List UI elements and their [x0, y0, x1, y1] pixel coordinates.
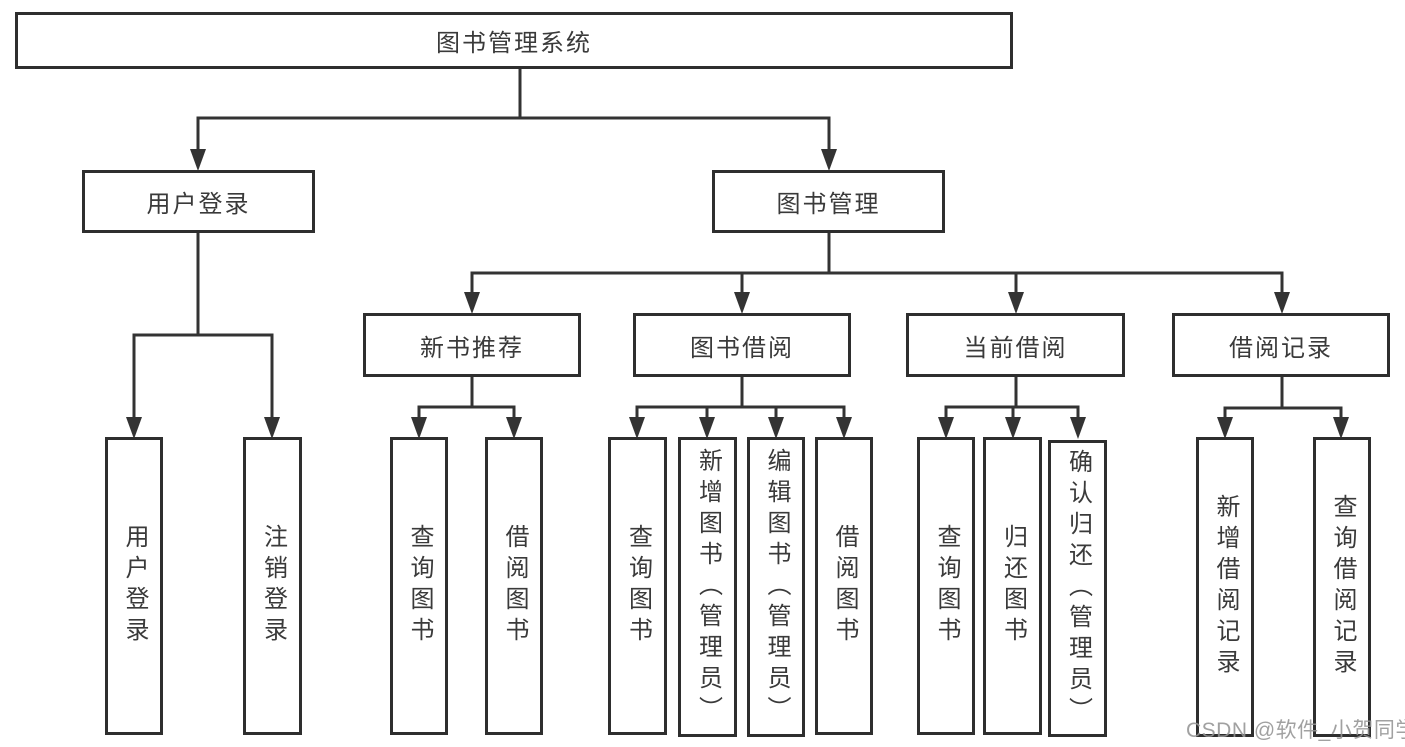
- arrow-icon: [126, 417, 142, 439]
- connector-current-borrowing-branch: [944, 377, 1080, 420]
- connector-lines: [132, 69, 1343, 420]
- arrow-icon: [1005, 417, 1021, 439]
- node-book-borrowing: 图书借阅: [633, 313, 851, 377]
- connector-new-book-recommend-branch: [417, 377, 516, 420]
- arrow-icon: [1070, 417, 1086, 439]
- arrow-icon: [768, 417, 784, 439]
- arrow-icon: [1008, 292, 1024, 314]
- node-new-book-recommend: 新书推荐: [363, 313, 581, 377]
- node-book-management: 图书管理: [712, 170, 945, 233]
- arrow-icon: [1217, 417, 1233, 439]
- node-leaf-edit-books-admin-label: 编辑图书（管理员）: [763, 447, 790, 727]
- node-leaf-query-books-current: 查询图书: [917, 437, 975, 735]
- node-current-borrowing-label: 当前借阅: [963, 334, 1068, 362]
- arrow-icon: [464, 292, 480, 314]
- arrow-icon: [699, 417, 715, 439]
- arrow-icon: [264, 417, 280, 439]
- arrow-icon: [836, 417, 852, 439]
- arrow-icon: [734, 292, 750, 314]
- node-current-borrowing: 当前借阅: [906, 313, 1125, 377]
- node-leaf-add-books-admin: 新增图书（管理员）: [678, 437, 737, 737]
- node-leaf-add-borrow-record: 新增借阅记录: [1196, 437, 1254, 737]
- connector-book-management-branch: [470, 233, 1284, 296]
- node-leaf-return-books: 归还图书: [983, 437, 1042, 735]
- node-leaf-borrow-books-borrowing: 借阅图书: [815, 437, 873, 735]
- node-leaf-return-books-label: 归还图书: [999, 524, 1027, 648]
- connector-user-login-branch: [132, 233, 274, 420]
- node-new-book-recommend-label: 新书推荐: [420, 334, 524, 362]
- arrow-icon: [1274, 292, 1290, 314]
- arrow-icon: [1333, 417, 1349, 439]
- arrow-icon: [629, 417, 645, 439]
- node-leaf-query-books-borrowing-label: 查询图书: [624, 524, 652, 648]
- node-root-system: 图书管理系统: [15, 12, 1013, 69]
- arrow-icon: [190, 149, 206, 171]
- node-leaf-query-borrow-record: 查询借阅记录: [1313, 437, 1371, 737]
- node-leaf-query-books-borrowing: 查询图书: [608, 437, 667, 735]
- arrow-icon: [821, 149, 837, 171]
- node-user-login-group-label: 用户登录: [146, 191, 251, 218]
- node-leaf-borrow-books-recommend: 借阅图书: [485, 437, 543, 735]
- node-borrowing-records: 借阅记录: [1172, 313, 1390, 377]
- node-root-system-label: 图书管理系统: [436, 30, 592, 57]
- node-leaf-query-books-recommend: 查询图书: [390, 437, 448, 735]
- node-leaf-borrow-books-recommend-label: 借阅图书: [501, 524, 528, 648]
- node-leaf-confirm-return-admin-label: 确认归还（管理员）: [1064, 449, 1092, 728]
- node-leaf-user-login: 用户登录: [105, 437, 163, 735]
- node-leaf-confirm-return-admin: 确认归还（管理员）: [1048, 440, 1107, 737]
- node-book-borrowing-label: 图书借阅: [690, 334, 794, 362]
- node-leaf-query-borrow-record-label: 查询借阅记录: [1329, 494, 1356, 680]
- connector-borrowing-records-branch: [1223, 377, 1343, 420]
- node-leaf-logout: 注销登录: [243, 437, 302, 735]
- arrow-icon: [938, 417, 954, 439]
- node-leaf-logout-label: 注销登录: [259, 524, 287, 648]
- node-leaf-borrow-books-borrowing-label: 借阅图书: [831, 524, 858, 648]
- arrow-icon: [411, 417, 427, 439]
- node-leaf-user-login-label: 用户登录: [121, 524, 148, 648]
- csdn-watermark: CSDN @软件_小贺同学: [1186, 719, 1405, 742]
- arrow-icon: [506, 417, 522, 439]
- node-user-login-group: 用户登录: [82, 170, 315, 233]
- node-borrowing-records-label: 借阅记录: [1229, 334, 1333, 362]
- node-leaf-add-books-admin-label: 新增图书（管理员）: [694, 447, 722, 727]
- node-leaf-query-books-recommend-label: 查询图书: [406, 524, 433, 648]
- node-book-management-label: 图书管理: [776, 191, 881, 218]
- arrowheads: [126, 149, 1349, 439]
- node-leaf-query-books-current-label: 查询图书: [933, 524, 960, 648]
- connector-root-to-level2: [196, 69, 831, 152]
- connector-book-borrowing-branch: [635, 377, 846, 420]
- node-leaf-edit-books-admin: 编辑图书（管理员）: [747, 437, 805, 737]
- node-leaf-add-borrow-record-label: 新增借阅记录: [1212, 494, 1239, 680]
